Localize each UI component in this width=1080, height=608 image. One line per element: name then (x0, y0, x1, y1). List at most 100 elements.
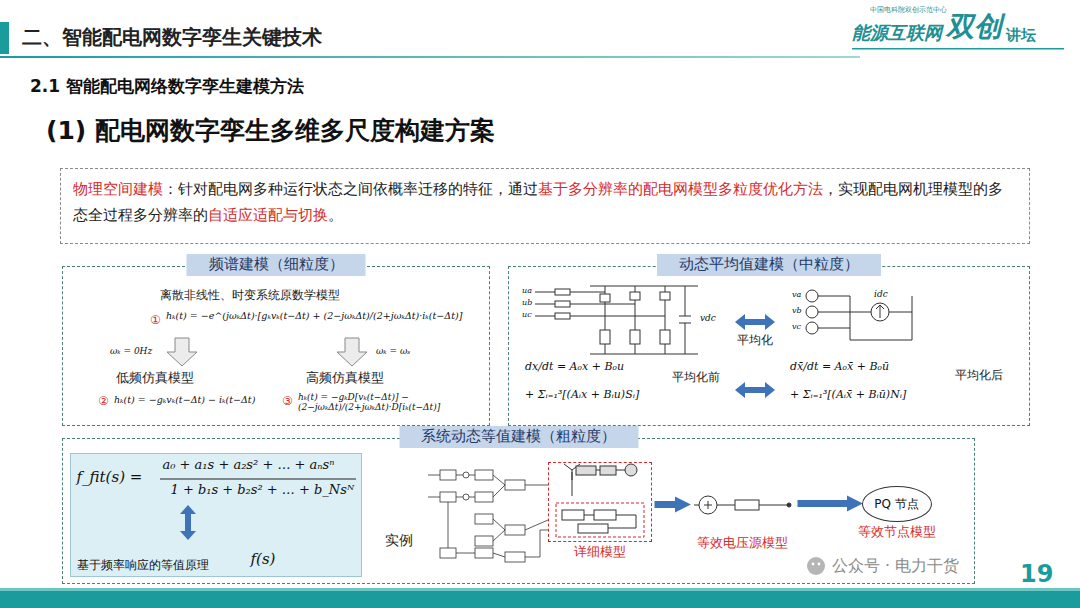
converter-circuit (555, 313, 570, 319)
converter-circuit (590, 354, 698, 355)
node-text: 。 (328, 206, 343, 224)
footer-bar (0, 588, 1080, 608)
node-text: 等效节点模型 (858, 524, 936, 539)
wind-turbine-model (556, 503, 644, 537)
wind-turbine-model (608, 528, 636, 529)
control-block-diagram (525, 520, 548, 530)
averaged-circuit (850, 328, 851, 340)
voltage-source-model (708, 501, 709, 509)
formula-text: hₖ(t) = −e^(jωₖΔt)·[gₖvₖ(t−Δt) + (2−jωₖΔ… (166, 311, 471, 322)
callout-number: ③ (282, 394, 293, 408)
wind-turbine-model (600, 466, 616, 475)
signal-name: uc (522, 310, 532, 320)
signal-name: va (792, 290, 801, 300)
callout-number: ① (150, 313, 161, 327)
arrow-label: 平均化 (737, 333, 773, 347)
logo-text: 能源互联网 (852, 22, 942, 44)
node-text: f(s) (251, 550, 276, 568)
converter-circuit (570, 316, 665, 317)
node-text: f_fit(s) = (77, 468, 143, 486)
control-block-diagram (475, 548, 493, 558)
logo-text: 中国电科院双创示范中心 (870, 6, 947, 14)
formula-box-fill (71, 454, 361, 576)
footer-bar (0, 588, 1080, 591)
formula-box: f_fit(s) =a₀ + a₁s + a₂s² + … + aₙsⁿ1 + … (70, 453, 362, 577)
control-block-diagram (440, 548, 456, 558)
down-arrow (167, 338, 367, 366)
averaged-circuit (850, 312, 871, 313)
section-heading: 2.1 智能配电网络数字孪生建模方法 (30, 76, 304, 96)
averaged-circuit (871, 303, 889, 321)
converter-circuit (535, 304, 555, 305)
wechat-icon (812, 563, 815, 566)
converter-circuit (685, 323, 686, 354)
converter-circuit (685, 286, 686, 316)
converter-circuit (679, 316, 691, 317)
node-text: 动态平均值建模（中粒度） (657, 254, 881, 276)
control-block-diagram (493, 530, 505, 541)
node-text: 系统动态等值建模（粗粒度） (399, 426, 638, 448)
formula-text: dx̄/dt = A₀x̄ + B₀ū (790, 360, 889, 373)
header-decoration (852, 48, 1064, 50)
wind-turbine-model (572, 470, 573, 480)
formula-box-fill (180, 505, 196, 540)
converter-circuit (570, 292, 605, 293)
sub-heading: (1) 配电网数字孪生多维多尺度构建方案 (46, 116, 495, 146)
node-text: 基于频率响应的等值原理 (77, 558, 209, 572)
header-decoration (0, 22, 9, 54)
wind-turbine-model (616, 470, 625, 471)
control-block-diagram (428, 470, 548, 562)
wind-turbine-model (556, 464, 644, 537)
watermark: 公众号 · 电力干货 (830, 556, 961, 575)
formula-text: dx/dt = A₀x + B₀u (525, 360, 624, 373)
formula-box-fill (71, 454, 361, 576)
wind-turbine-model (584, 515, 594, 516)
logo-text: 双创 (946, 10, 1002, 44)
converter-circuit (535, 286, 698, 354)
formula-text: hₖ(t) = −gₖvₖ(t−Δt) − iₖ(t−Δt) (114, 394, 255, 405)
control-block-diagram (448, 502, 449, 548)
model-caption: 离散非线性、时变系统原数学模型 (160, 288, 340, 302)
node-text: 等效电压源模型 (697, 535, 788, 550)
wind-turbine-model (578, 524, 608, 533)
control-block-diagram (475, 536, 493, 546)
source-model-box: 等效电压源模型 (690, 478, 795, 532)
averaged-circuit (880, 306, 881, 318)
converter-circuit (660, 330, 670, 344)
control-block-diagram (440, 492, 456, 502)
down-arrow (337, 338, 367, 366)
signal-name: vdc (700, 313, 716, 324)
page-number: 19 (1020, 560, 1053, 589)
control-block-diagram (440, 470, 456, 480)
voltage-source-model (694, 496, 791, 514)
control-block-diagram (475, 470, 493, 480)
averaged-circuit (818, 328, 850, 329)
formula-text: hₖ(t) = −gₖD[vₖ(t−Δt)] − (2−jωₖΔt)/(2+jω… (298, 392, 483, 413)
converter-circuit (590, 286, 698, 287)
control-block-diagram (493, 485, 505, 497)
wechat-icon (818, 563, 821, 566)
converter-circuit (600, 294, 610, 302)
node-text: PQ 节点 (874, 496, 919, 510)
wind-turbine-model (564, 464, 572, 470)
control-block-diagram (463, 472, 469, 478)
node-text: 频谱建模（细粒度） (187, 254, 366, 276)
node-text: 物理空间建模 (73, 180, 163, 198)
averaged-circuit (806, 306, 818, 318)
averaged-circuit (806, 290, 818, 302)
callout-number: ② (98, 394, 109, 408)
converter-circuit (555, 301, 570, 307)
control-block-diagram (456, 553, 475, 554)
voltage-source-model (735, 500, 759, 510)
control-block-diagram (505, 552, 525, 562)
control-block-diagram (525, 557, 540, 558)
wind-turbine-model (636, 515, 637, 528)
formula-caption: 平均化后 (955, 368, 1003, 382)
voltage-source-model (787, 503, 791, 507)
averaged-circuit (912, 296, 913, 340)
control-block-diagram (505, 525, 525, 535)
signal-name: vc (792, 322, 801, 332)
slide-heading: 二、智能配电网数字孪生关键技术 (22, 25, 322, 49)
wind-turbine-model (625, 464, 637, 476)
signal-name: idc (874, 289, 888, 300)
